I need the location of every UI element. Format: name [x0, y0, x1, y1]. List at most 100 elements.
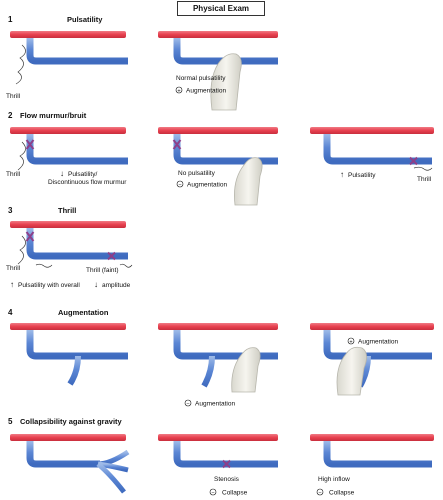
artery [10, 127, 126, 134]
vein-branch [67, 355, 81, 386]
stenosis-marker [172, 139, 182, 150]
thrill-line [17, 141, 26, 171]
artery [10, 221, 126, 228]
minus-sign: − [186, 401, 189, 407]
section-title: Thrill [58, 206, 76, 215]
fistula-diagram-middle: No pulsatility − Augmentation [158, 127, 278, 206]
vein [323, 330, 432, 360]
up-arrow: ↑ [340, 170, 344, 179]
thrill-wave [119, 263, 133, 268]
stenosis-label: Stenosis [214, 476, 240, 483]
fistula-diagram-right: High inflow − Collapse [310, 434, 434, 497]
artery [310, 434, 434, 441]
section-title: Pulsatility [67, 15, 103, 24]
artery [10, 323, 126, 330]
augmentation-label: Augmentation [358, 339, 398, 346]
pulsatility-label: Pulsatility with overall [18, 282, 80, 289]
finger [231, 347, 261, 393]
artery [158, 31, 278, 38]
stenosis-marker [222, 459, 231, 469]
up-arrow: ↑ [10, 280, 14, 289]
finger [234, 157, 263, 206]
normal-pulsatility-label: Normal pulsatility [176, 75, 226, 82]
vein [26, 330, 128, 360]
fistula-diagram-right: + Augmentation [310, 323, 434, 396]
vein [323, 134, 432, 165]
minus-sign: − [318, 490, 321, 496]
finger [336, 346, 367, 396]
vein [173, 441, 278, 468]
section-number: 5 [8, 417, 13, 426]
fistula-diagram-left [10, 434, 130, 494]
down-arrow: ↓ [60, 169, 64, 178]
plus-sign: + [349, 339, 352, 345]
minus-circle [176, 180, 184, 188]
stenosis-marker [25, 139, 35, 150]
section-number: 2 [8, 111, 13, 120]
flow-murmur-label: Discontinuous flow murmur [48, 179, 127, 186]
thrill-wave [35, 263, 53, 268]
vein [173, 38, 278, 65]
thrill-line [17, 235, 26, 265]
page-title: Physical Exam [177, 1, 265, 16]
thrill-label: Thrill [6, 265, 21, 272]
thrill-line [413, 166, 433, 171]
stenosis-marker [25, 231, 35, 242]
artery [158, 127, 278, 134]
fistula-diagram-left: Thrill [6, 31, 128, 100]
finger [210, 53, 242, 111]
minus-circle [209, 488, 217, 496]
fistula-diagram-right: ↑ Pulsatility Thrill [310, 127, 434, 183]
amplitude-label: amplitude [102, 282, 131, 289]
pulsatility-label: Pulsatility [348, 172, 376, 179]
section-3: 3 Thrill Thrill Thrill (faint) ↑ Pulsati… [6, 206, 133, 289]
minus-circle [184, 399, 192, 407]
section-title: Collapsibility against gravity [20, 417, 123, 426]
vein-branch [201, 355, 215, 388]
down-arrow: ↓ [94, 280, 98, 289]
thrill-faint-label: Thrill (faint) [86, 267, 119, 274]
artery [10, 434, 126, 441]
vein [26, 228, 128, 260]
section-5: 5 Collapsibility against gravity Stenosi… [8, 417, 434, 497]
pulsatility-label: Pulsatility/ [68, 171, 97, 178]
fistula-diagram-left: Thrill ↓ Pulsatility/ Discontinuous flow… [6, 127, 128, 186]
section-4: 4 Augmentation − Augmentation [8, 308, 434, 408]
thrill-line [15, 44, 26, 85]
artery [158, 434, 278, 441]
augmentation-label: Augmentation [186, 88, 226, 95]
thrill-label: Thrill [6, 93, 21, 100]
augmentation-label: Augmentation [195, 401, 235, 408]
collapse-label: Collapse [222, 490, 248, 497]
fistula-diagram-left: Thrill Thrill (faint) ↑ Pulsatility with… [6, 221, 133, 289]
vein [173, 330, 278, 360]
high-inflow-label: High inflow [318, 476, 350, 483]
vein-branch [96, 462, 126, 494]
vein [173, 134, 278, 165]
thrill-label: Thrill [6, 171, 21, 178]
fistula-diagram-middle: Stenosis − Collapse [158, 434, 278, 497]
augmentation-label: Augmentation [187, 182, 227, 189]
section-title: Flow murmur/bruit [20, 111, 87, 120]
vein [323, 441, 432, 468]
stenosis-marker [107, 251, 116, 261]
plus-circle [347, 337, 355, 345]
section-number: 1 [8, 15, 13, 24]
vein [26, 441, 100, 468]
section-1: 1 Pulsatility Thrill Normal pulsatility … [6, 15, 278, 111]
minus-sign: − [211, 490, 214, 496]
section-title: Augmentation [58, 308, 109, 317]
fistula-diagram-left [10, 323, 128, 386]
stenosis-marker [409, 156, 418, 166]
section-2: 2 Flow murmur/bruit Thrill ↓ Pulsatility… [6, 111, 434, 206]
fistula-diagram-middle: − Augmentation [158, 323, 278, 408]
collapse-label: Collapse [329, 490, 355, 497]
section-number: 3 [8, 206, 13, 215]
thrill-label: Thrill [417, 176, 432, 183]
plus-circle [175, 86, 183, 94]
artery [158, 323, 278, 330]
minus-circle [316, 488, 324, 496]
vein [26, 38, 128, 65]
artery [310, 127, 434, 134]
